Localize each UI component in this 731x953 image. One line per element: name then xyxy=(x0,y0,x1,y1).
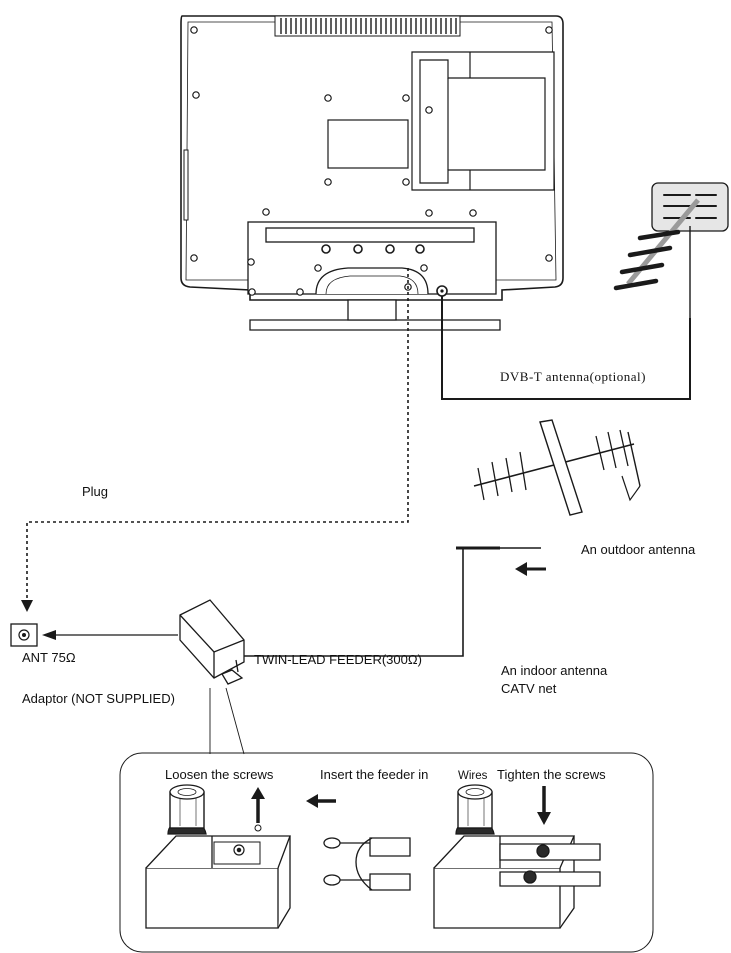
tighten-screws-label: Tighten the screws xyxy=(497,767,606,782)
dvbt-antenna-cable xyxy=(441,296,691,400)
ant-75-label: ANT 75Ω xyxy=(22,650,76,665)
plug-arrow-down xyxy=(21,600,33,612)
dvbt-antenna-label: DVB-T antenna(optional) xyxy=(500,369,646,384)
ant-75-jack xyxy=(10,623,38,647)
loosen-screw-arrow-up xyxy=(251,787,265,832)
vent-grille xyxy=(274,15,461,37)
adaptor-label: Adaptor (NOT SUPPLIED) xyxy=(22,691,175,706)
outdoor-antenna-label: An outdoor antenna xyxy=(581,542,696,557)
rear-screws xyxy=(190,26,553,296)
adaptor-arrow-left xyxy=(42,630,178,640)
loosen-screws-label: Loosen the screws xyxy=(165,767,274,782)
terminal-loosen-illustration xyxy=(145,784,291,929)
feeder-wires-illustration xyxy=(323,837,411,891)
connector-box xyxy=(247,221,497,295)
insert-feeder-label: Insert the feeder in xyxy=(320,767,428,782)
rear-jacks xyxy=(321,244,425,254)
plug-dotted-cable xyxy=(26,268,409,600)
wires-label: Wires xyxy=(458,770,488,782)
detail-callout-lines xyxy=(209,687,245,755)
terminal-tighten-illustration xyxy=(433,784,601,929)
plug-label: Plug xyxy=(82,484,108,499)
outdoor-antenna-cable xyxy=(236,547,541,657)
detail-frame xyxy=(119,752,654,953)
catv-net-label: CATV net xyxy=(501,681,557,696)
tv-rear-panel xyxy=(180,15,564,331)
insert-arrow-left xyxy=(306,794,336,808)
adaptor-illustration xyxy=(179,599,245,685)
twin-lead-feeder-label: TWIN-LEAD FEEDER(300Ω) xyxy=(254,652,422,667)
indoor-antenna-label: An indoor antenna xyxy=(501,663,608,678)
signal-arrow-left xyxy=(515,562,546,576)
outdoor-antenna-illustration xyxy=(473,419,641,516)
tighten-screw-arrow-down xyxy=(537,786,551,825)
tv-stand xyxy=(249,299,501,331)
dvbt-antenna-illustration xyxy=(613,182,729,318)
rear-cover-panel xyxy=(411,51,555,191)
rf-input-jack xyxy=(436,285,448,297)
